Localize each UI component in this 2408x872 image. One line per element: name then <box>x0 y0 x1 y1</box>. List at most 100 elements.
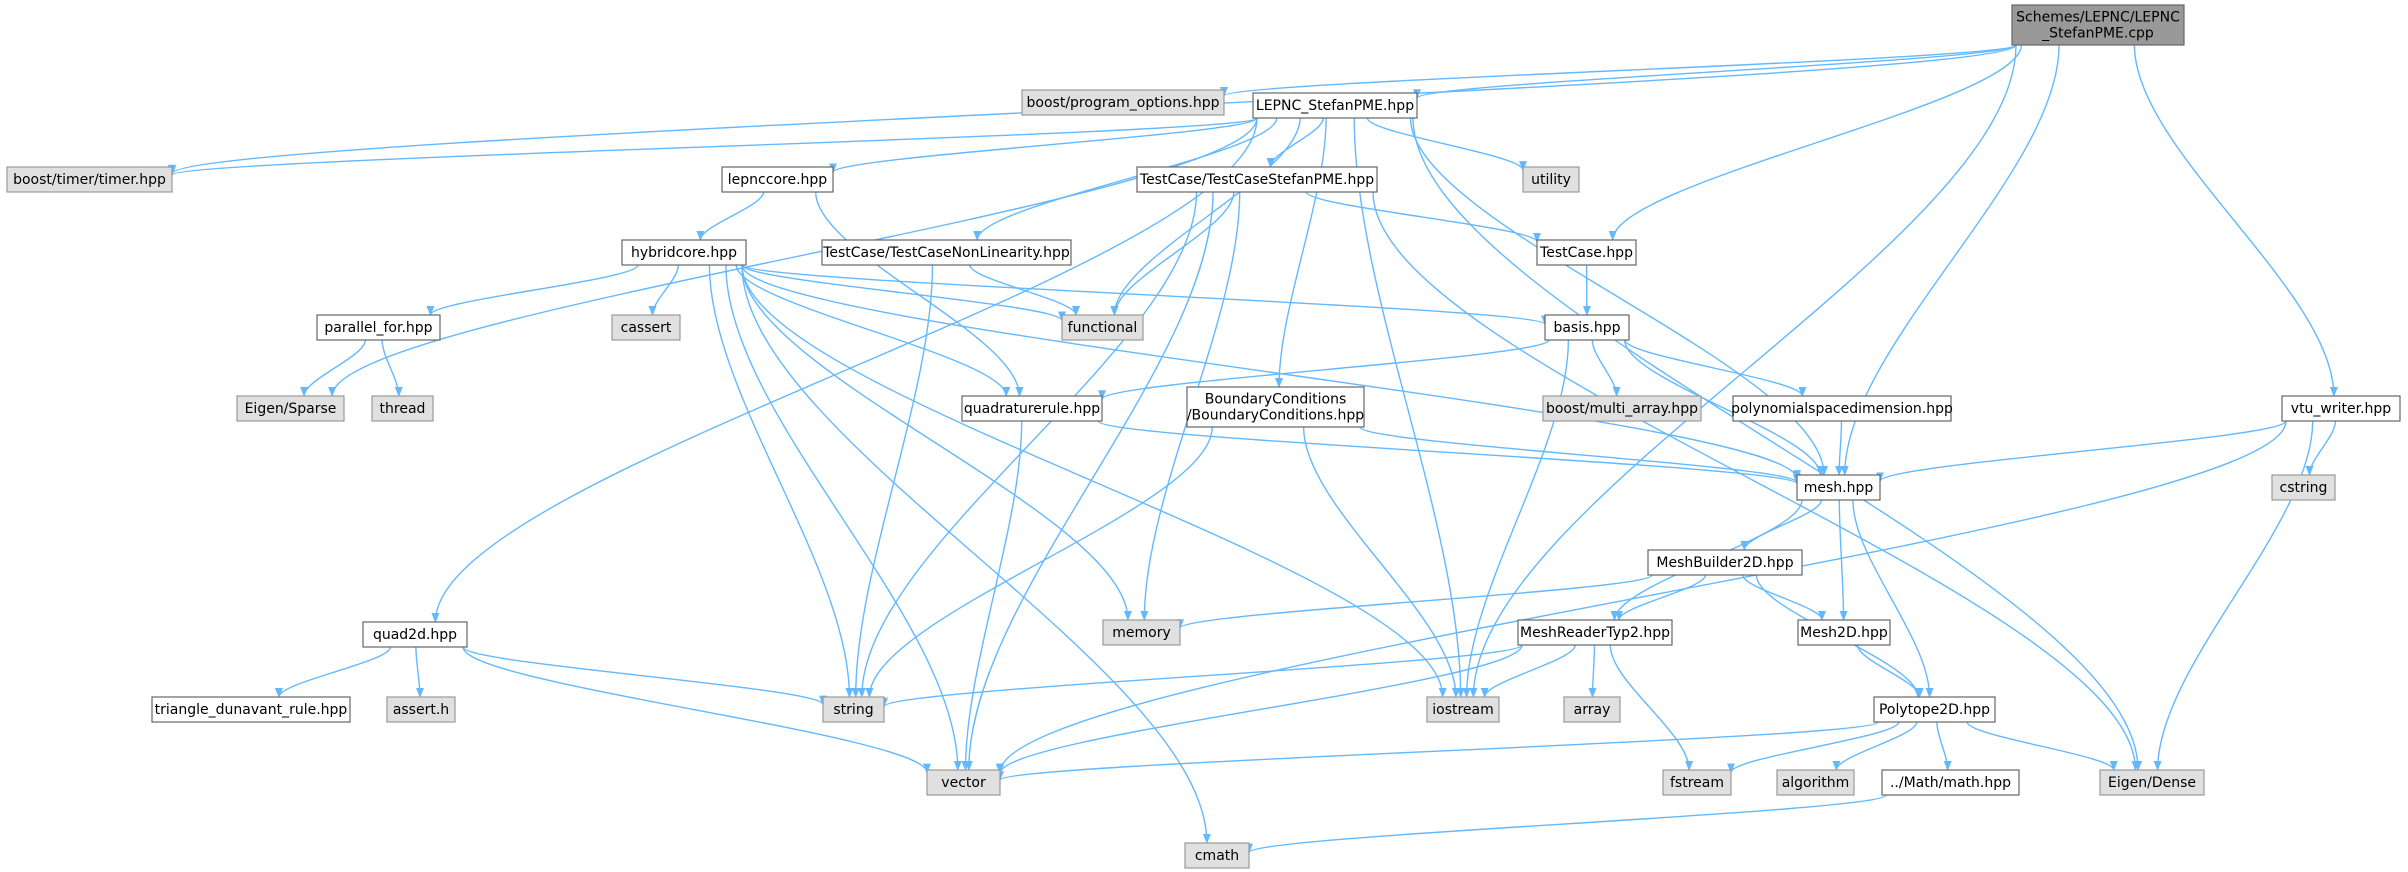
edge-vtu-writer-to-vector <box>996 420 2287 774</box>
edge-root-to-vtu-writer <box>2133 44 2338 397</box>
node-basis[interactable]: basis.hpp <box>1544 314 1630 341</box>
node-box <box>1873 696 1996 723</box>
node-label: assert.h <box>393 702 449 718</box>
node-cstring[interactable]: cstring <box>2271 474 2336 501</box>
node-label: iostream <box>1432 702 1494 718</box>
edge-polytope-to-vector <box>996 721 1879 782</box>
node-cassert[interactable]: cassert <box>611 314 681 341</box>
node-label: _StefanPME.cpp <box>2041 26 2154 42</box>
node-eigen-sparse[interactable]: Eigen/Sparse <box>236 395 345 422</box>
edge-lepnc-stefan-to-mesh <box>1409 117 1828 476</box>
node-box <box>1662 769 1732 796</box>
node-tc-stefan[interactable]: TestCase/TestCaseStefanPME.hpp <box>1136 166 1378 193</box>
node-box <box>2281 395 2401 422</box>
node-multi-array[interactable]: boost/multi_array.hpp <box>1542 395 1702 422</box>
node-hybridcore[interactable]: hybridcore.hpp <box>621 239 747 266</box>
node-label: LEPNC_StefanPME.hpp <box>1256 98 1414 114</box>
node-timer[interactable]: boost/timer/timer.hpp <box>6 166 173 193</box>
node-label: boost/multi_array.hpp <box>1546 401 1698 417</box>
node-box <box>1252 92 1418 119</box>
node-utility[interactable]: utility <box>1522 166 1580 193</box>
node-quadrule[interactable]: quadraturerule.hpp <box>961 395 1103 422</box>
edge-lepnc-stefan-to-eigen-sparse <box>328 117 1258 397</box>
edge-lepnc-stefan-to-utility <box>1366 117 1527 172</box>
node-mesh[interactable]: mesh.hpp <box>1796 474 1881 501</box>
edge-meshreader-to-vector <box>996 644 1523 775</box>
node-label: boost/timer/timer.hpp <box>13 172 166 188</box>
node-meshreader[interactable]: MeshReaderTyp2.hpp <box>1517 619 1673 646</box>
node-lepnc-stefan[interactable]: LEPNC_StefanPME.hpp <box>1252 92 1418 119</box>
node-label: string <box>833 702 873 718</box>
node-vtu-writer[interactable]: vtu_writer.hpp <box>2281 395 2401 422</box>
node-memory[interactable]: memory <box>1102 619 1181 646</box>
edge-polytope-to-algorithm <box>1832 721 1918 771</box>
node-vector[interactable]: vector <box>926 769 1001 796</box>
node-box <box>2271 474 2336 501</box>
edge-mesh2d-to-polytope <box>1856 644 1924 698</box>
dependency-nodes: Schemes/LEPNC/LEPNC_StefanPME.cpp boost/p… <box>6 4 2401 869</box>
node-meshbuilder[interactable]: MeshBuilder2D.hpp <box>1647 549 1803 576</box>
edge-lepnc-stefan-to-functional <box>1110 117 1301 316</box>
node-thread[interactable]: thread <box>371 395 434 422</box>
edge-polytope-to-fstream <box>1727 721 1900 774</box>
edge-hybridcore-to-memory <box>741 264 1132 621</box>
edge-root-to-iostream <box>1469 44 2017 698</box>
node-program-options[interactable]: boost/program_options.hpp <box>1021 89 1225 116</box>
edge-lepnc-stefan-to-bc <box>1275 117 1327 388</box>
node-parallel-for[interactable]: parallel_for.hpp <box>316 314 441 341</box>
edge-lepnccore-to-hybridcore <box>696 191 765 241</box>
node-testcase[interactable]: TestCase.hpp <box>1536 239 1637 266</box>
node-eigen-dense[interactable]: Eigen/Dense <box>2099 769 2205 796</box>
node-box <box>961 395 1103 422</box>
node-box <box>821 239 1072 266</box>
node-cmath[interactable]: cmath <box>1184 842 1250 869</box>
node-polyspace[interactable]: polynomialspacedimension.hpp <box>1731 395 1953 422</box>
node-box <box>1881 769 2020 796</box>
node-label: vector <box>941 775 986 791</box>
node-box <box>151 696 351 723</box>
node-bc[interactable]: BoundaryConditions/BoundaryConditions.hp… <box>1186 386 1365 428</box>
edge-meshreader-to-fstream <box>1609 644 1694 771</box>
edge-bc-to-mesh <box>1359 426 1801 484</box>
edge-meshreader-to-iostream <box>1480 644 1576 698</box>
node-label: quad2d.hpp <box>373 627 457 643</box>
node-box <box>1136 166 1378 193</box>
node-box <box>1563 696 1621 723</box>
node-box <box>822 696 885 723</box>
edge-root-to-program-options <box>1220 44 2017 97</box>
node-iostream[interactable]: iostream <box>1426 696 1500 723</box>
node-label: boost/program_options.hpp <box>1027 95 1220 111</box>
edge-hybridcore-to-mesh <box>741 264 1801 481</box>
node-fstream[interactable]: fstream <box>1662 769 1732 796</box>
node-array[interactable]: array <box>1563 696 1621 723</box>
node-triangle[interactable]: triangle_dunavant_rule.hpp <box>151 696 351 723</box>
node-label: ../Math/math.hpp <box>1890 775 2011 791</box>
node-label: polynomialspacedimension.hpp <box>1731 401 1953 417</box>
node-label: Polytope2D.hpp <box>1879 702 1990 718</box>
node-asserth[interactable]: assert.h <box>386 696 456 723</box>
edge-meshreader-to-array <box>1588 644 1597 698</box>
node-string[interactable]: string <box>822 696 885 723</box>
node-mesh2d[interactable]: Mesh2D.hpp <box>1797 619 1891 646</box>
node-lepnccore[interactable]: lepnccore.hpp <box>721 166 834 193</box>
edge-mesh-to-meshbuilder <box>1740 499 1823 551</box>
node-label: mesh.hpp <box>1804 480 1874 496</box>
node-polytope[interactable]: Polytope2D.hpp <box>1873 696 1996 723</box>
node-box <box>1732 395 1952 422</box>
edge-meshreader-to-string <box>880 644 1523 708</box>
edge-parallel-for-to-thread <box>381 339 403 397</box>
node-quad2d[interactable]: quad2d.hpp <box>362 621 468 648</box>
node-label: array <box>1574 702 1611 718</box>
node-tc-nonlin[interactable]: TestCase/TestCaseNonLinearity.hpp <box>821 239 1072 266</box>
node-box <box>371 395 434 422</box>
node-functional[interactable]: functional <box>1061 314 1144 341</box>
node-algorithm[interactable]: algorithm <box>1776 769 1855 796</box>
edge-vtu-writer-to-mesh <box>1876 420 2287 483</box>
node-box <box>1522 166 1580 193</box>
node-mathhpp[interactable]: ../Math/math.hpp <box>1881 769 2020 796</box>
edge-mathhpp-to-cmath <box>1245 794 1887 854</box>
edge-vtu-writer-to-cstring <box>2305 420 2337 476</box>
edge-lepnc-stefan-to-quad2d <box>431 117 1258 623</box>
node-box <box>621 239 747 266</box>
node-root[interactable]: Schemes/LEPNC/LEPNC_StefanPME.cpp <box>2011 4 2185 46</box>
